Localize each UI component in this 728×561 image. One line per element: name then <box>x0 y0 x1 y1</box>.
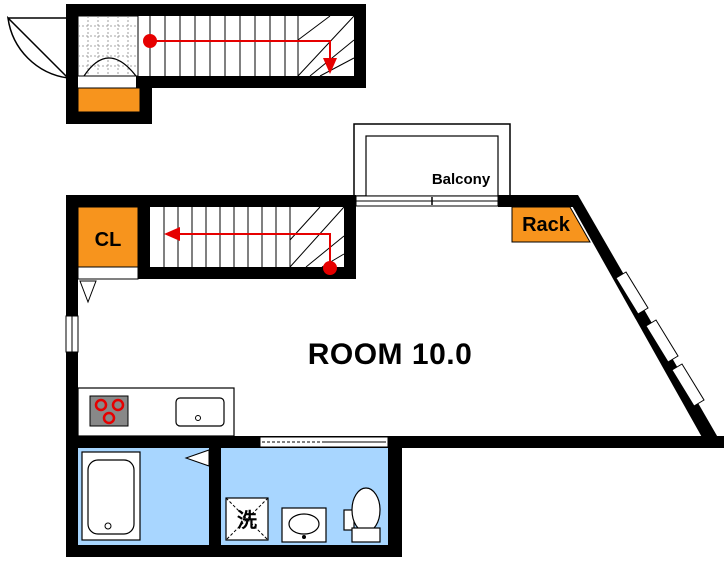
main-level: CL <box>65 195 724 557</box>
upper-level <box>6 4 366 124</box>
kitchen-sink-icon <box>175 397 225 427</box>
diagonal-windows <box>615 271 705 407</box>
washroom: 洗 <box>221 448 388 545</box>
room-label: ROOM 10.0 <box>308 338 473 371</box>
shoe-storage <box>77 87 141 113</box>
upper-wall-right <box>354 4 366 88</box>
balcony-sliding-door <box>355 195 499 207</box>
toilet-icon <box>343 487 381 543</box>
main-wall-top-right <box>498 195 576 207</box>
lower-stairs <box>138 206 356 279</box>
entry-tile-floor <box>77 15 139 77</box>
closet-door-icon <box>79 280 97 304</box>
balcony-label: Balcony <box>432 171 491 188</box>
main-wall-left <box>66 195 78 557</box>
lower-stairs-arrow-icon <box>164 227 337 275</box>
rack: Rack <box>511 206 591 243</box>
bath-partition <box>209 448 221 548</box>
stove-burners-icon <box>89 395 129 427</box>
closet-label: CL <box>95 229 122 251</box>
upper-wall-bottom-left <box>66 112 152 124</box>
washer-label: 洗 <box>237 508 257 532</box>
washing-machine-pan-icon: 洗 <box>225 497 269 541</box>
upper-wall-left <box>66 4 78 124</box>
wet-area-wall-right <box>388 436 402 557</box>
upper-stairs <box>143 15 355 77</box>
bath-door-icon <box>184 449 210 467</box>
entry-door-swing-icon <box>6 15 71 80</box>
closet: CL <box>77 206 139 304</box>
main-wall-bottom <box>66 545 402 557</box>
upper-wall-entry-right <box>140 76 152 124</box>
kitchen-counter <box>77 387 235 437</box>
upper-wall-top <box>66 4 366 16</box>
upper-wall-bottom <box>136 76 366 88</box>
main-wall-top-left <box>66 195 356 207</box>
washbasin-icon <box>281 507 327 543</box>
balcony: Balcony <box>353 123 511 197</box>
wet-area-sliding-door <box>259 436 389 448</box>
bathtub-icon <box>81 451 141 541</box>
bathroom <box>78 448 210 545</box>
rack-label: Rack <box>522 214 571 236</box>
upper-stairs-arrow-icon <box>143 34 337 74</box>
